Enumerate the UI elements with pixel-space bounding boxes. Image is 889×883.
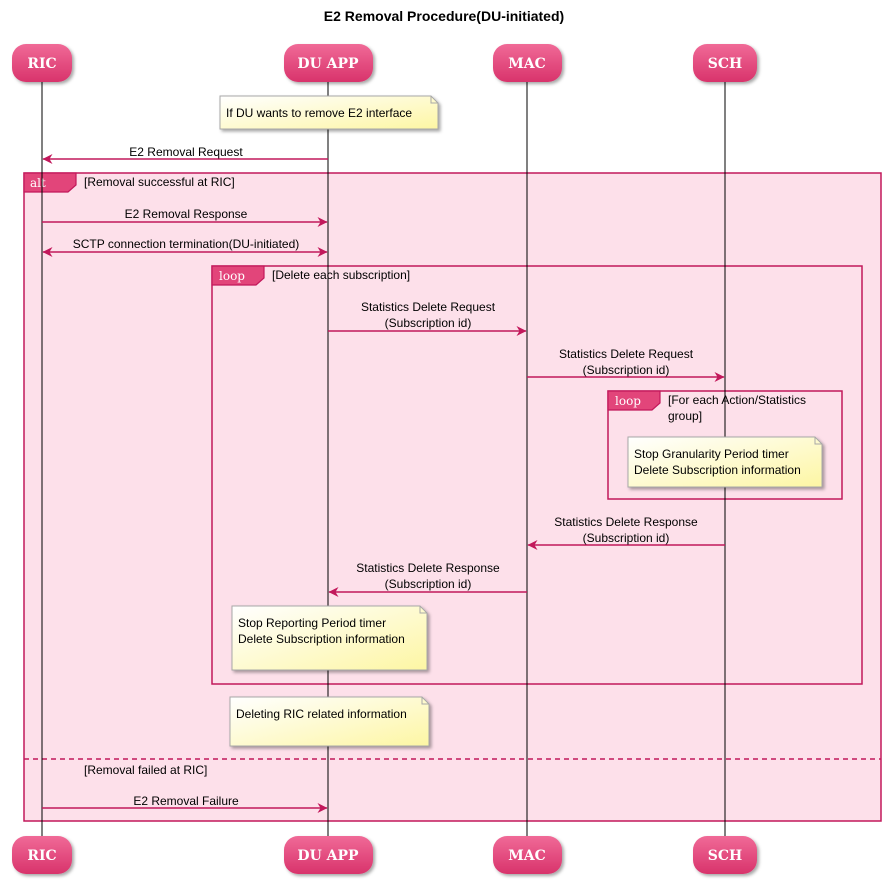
loop-outer-condition: [Delete each subscription]	[272, 268, 410, 282]
alt-keyword: alt	[30, 176, 46, 190]
message-stats-rsp-mac-du-line-2: (Subscription id)	[385, 577, 472, 591]
message-stats-req-du-mac: Statistics Delete Request (Subscription …	[328, 300, 527, 336]
alt-tab	[23, 172, 77, 193]
message-removal-request: E2 Removal Request	[42, 145, 328, 164]
loop-outer-tab	[211, 265, 265, 286]
participant-ric-top: RIC	[12, 44, 72, 82]
loop-fragment-outer: loop [Delete each subscription]	[211, 265, 863, 685]
loop-inner-condition-line-1: [For each Action/Statistics	[668, 393, 806, 407]
message-removal-failure: E2 Removal Failure	[42, 794, 328, 813]
message-removal-response: E2 Removal Response	[42, 207, 328, 227]
message-stats-req-mac-sch-line-1: Statistics Delete Request	[559, 347, 694, 361]
message-stats-rsp-sch-mac-line-2: (Subscription id)	[583, 531, 670, 545]
message-stats-req-du-mac-line-2: (Subscription id)	[385, 316, 472, 330]
message-stats-req-mac-sch-line-2: (Subscription id)	[583, 363, 670, 377]
note-du-wants: If DU wants to remove E2 interface	[219, 95, 439, 130]
message-sctp-termination-label: SCTP connection termination(DU-initiated…	[73, 237, 300, 251]
loop-inner-tab	[607, 390, 661, 411]
participant-ric-bottom: RIC	[12, 836, 72, 874]
participant-ric-bottom-label: RIC	[27, 848, 56, 864]
alt-else-condition: [Removal failed at RIC]	[84, 763, 207, 777]
participant-sch-top-label: SCH	[708, 56, 742, 72]
note-du-stop: Stop Reporting Period timer Delete Subsc…	[231, 605, 428, 671]
loop-inner-condition-line-2: group]	[668, 409, 702, 423]
message-removal-response-label: E2 Removal Response	[125, 207, 248, 221]
participant-du-app-top: DU APP	[284, 44, 373, 82]
participant-du-app-bottom-label: DU APP	[297, 848, 359, 864]
diagram-title: E2 Removal Procedure(DU-initiated)	[324, 8, 564, 24]
message-stats-rsp-mac-du-line-1: Statistics Delete Response	[356, 561, 500, 575]
alt-fragment: alt [Removal successful at RIC] [Removal…	[23, 172, 882, 822]
note-du-delete-ric: Deleting RIC related information	[229, 696, 430, 747]
note-du-stop-line-1: Stop Reporting Period timer	[238, 616, 386, 630]
participant-sch-top: SCH	[693, 44, 757, 82]
participant-sch-bottom-label: SCH	[708, 848, 742, 864]
message-removal-request-label: E2 Removal Request	[129, 145, 243, 159]
alt-condition: [Removal successful at RIC]	[84, 175, 235, 189]
message-sctp-termination: SCTP connection termination(DU-initiated…	[42, 237, 328, 257]
participant-du-app-top-label: DU APP	[297, 56, 359, 72]
participant-du-app-bottom: DU APP	[284, 836, 373, 874]
loop-inner-keyword: loop	[615, 394, 641, 408]
note-sch-stop: Stop Granularity Period timer Delete Sub…	[627, 436, 823, 488]
message-stats-rsp-sch-mac-line-1: Statistics Delete Response	[554, 515, 698, 529]
note-sch-stop-line-2: Delete Subscription information	[634, 463, 801, 477]
message-stats-rsp-sch-mac: Statistics Delete Response (Subscription…	[527, 515, 725, 550]
participant-sch-bottom: SCH	[693, 836, 757, 874]
loop-outer-keyword: loop	[219, 269, 245, 283]
participant-mac-bottom-label: MAC	[508, 848, 546, 864]
message-stats-req-du-mac-line-1: Statistics Delete Request	[361, 300, 496, 314]
note-du-delete-ric-line-1: Deleting RIC related information	[236, 707, 407, 721]
note-du-wants-line-1: If DU wants to remove E2 interface	[226, 106, 412, 120]
message-stats-req-mac-sch: Statistics Delete Request (Subscription …	[527, 347, 725, 382]
note-sch-stop-line-1: Stop Granularity Period timer	[634, 447, 789, 461]
participant-mac-bottom: MAC	[493, 836, 562, 874]
message-stats-rsp-mac-du: Statistics Delete Response (Subscription…	[328, 561, 527, 597]
message-removal-failure-label: E2 Removal Failure	[133, 794, 239, 808]
note-du-stop-line-2: Delete Subscription information	[238, 632, 405, 646]
participant-mac-top-label: MAC	[508, 56, 546, 72]
participant-ric-top-label: RIC	[27, 56, 56, 72]
participant-mac-top: MAC	[493, 44, 562, 82]
